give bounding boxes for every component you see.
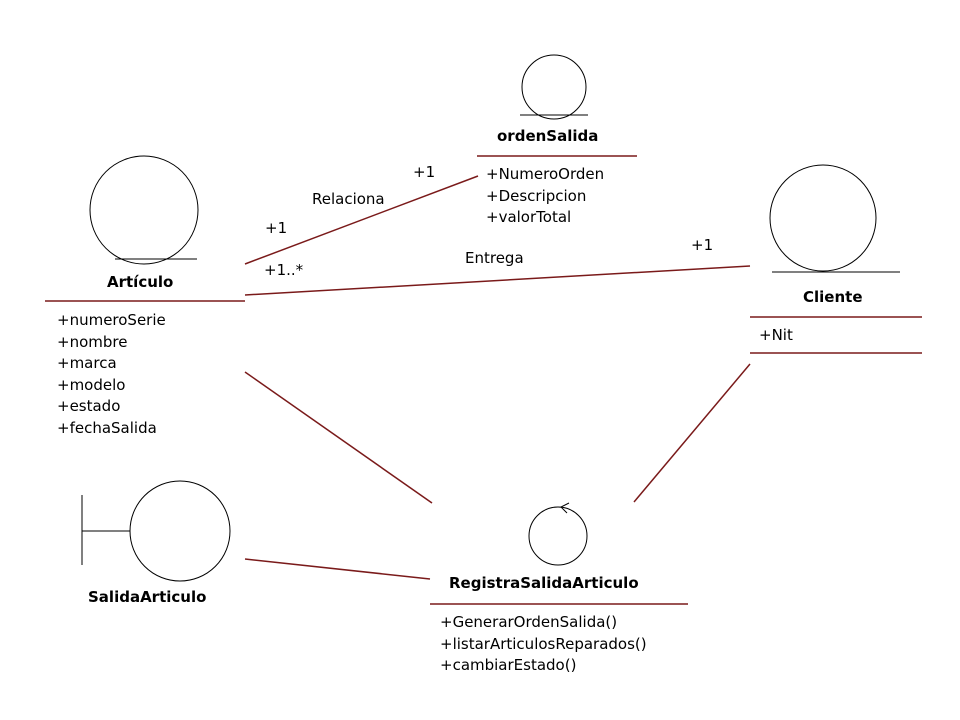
articulo-entity-icon [89,155,199,265]
relaciona-target-multiplicity: +1 [413,163,436,181]
salida-registra-line [244,558,431,580]
cliente-name[interactable]: Cliente [803,288,863,306]
attribute: +numeroSerie [57,311,166,329]
cliente-attributes: +Nit [759,325,793,347]
articulo-name[interactable]: Artículo [107,273,174,291]
operation: +listarArticulosReparados() [440,634,647,653]
entrega-source-multiplicity: +1..* [264,261,304,279]
entrega-line [244,265,751,296]
operation: +GenerarOrdenSalida() [440,613,618,631]
relaciona-line [244,175,479,265]
orden-salida-entity-icon [520,54,588,120]
attribute: +nombre [57,332,128,351]
salida-articulo-name[interactable]: SalidaArticulo [88,588,207,606]
attribute: +valorTotal [486,208,572,226]
registra-salida-name[interactable]: RegistraSalidaArticulo [449,574,639,592]
attribute: +NumeroOrden [486,165,605,183]
attribute: +estado [57,397,121,415]
association-lines [244,175,751,580]
orden-salida-attributes: +NumeroOrden +Descripcion +valorTotal [486,164,604,229]
relaciona-source-multiplicity: +1 [265,219,288,237]
attribute: +Descripcion [486,186,587,205]
salida-articulo-boundary-icon [81,480,231,582]
articulo-registra-line [244,371,433,504]
attribute: +Nit [759,326,793,344]
cliente-registra-line [633,363,751,503]
attribute: +modelo [57,375,126,394]
articulo-attributes: +numeroSerie +nombre +marca +modelo +est… [57,310,166,439]
attribute: +fechaSalida [57,418,157,437]
cliente-entity-icon [769,164,900,273]
relaciona-label: Relaciona [312,190,385,208]
entrega-target-multiplicity: +1 [691,236,714,254]
orden-salida-name[interactable]: ordenSalida [497,127,599,145]
compartment-separators [45,155,922,605]
registra-salida-control-icon [528,502,588,566]
attribute: +marca [57,354,117,372]
registra-salida-operations: +GenerarOrdenSalida() +listarArticulosRe… [440,612,647,677]
entrega-label: Entrega [465,249,524,267]
operation: +cambiarEstado() [440,656,577,674]
